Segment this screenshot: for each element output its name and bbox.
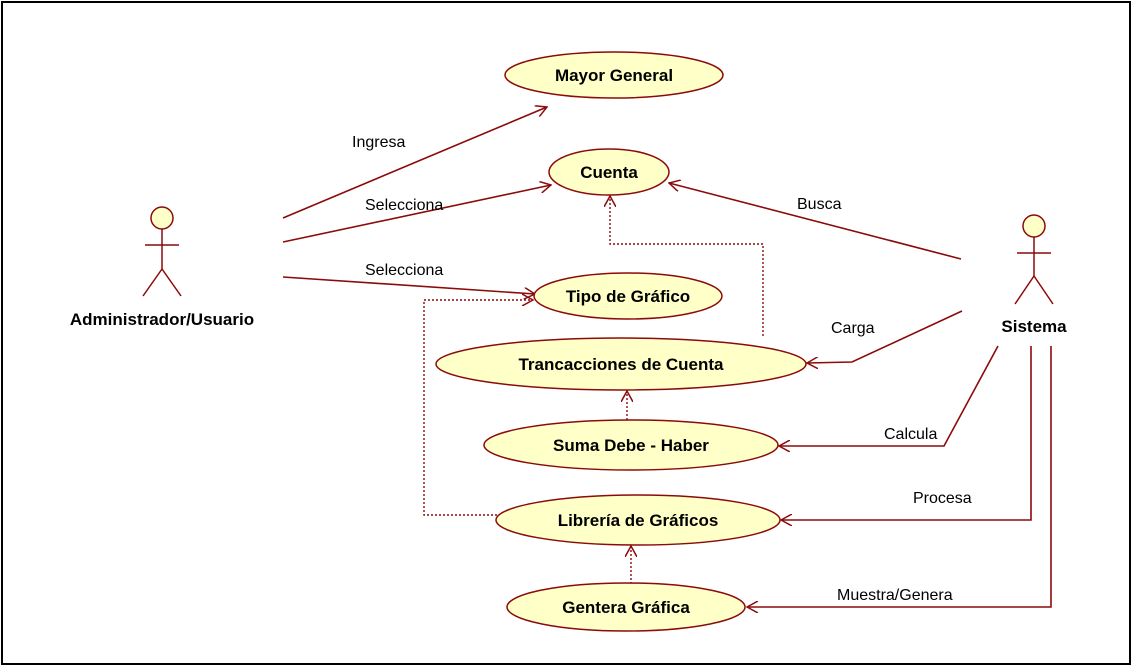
edge-selecciona-tipo [282,276,535,294]
usecase-label: Gentera Gráfica [562,598,690,617]
usecase-label: Trancacciones de Cuenta [518,355,724,374]
dep-trancacciones-cuenta [610,196,764,336]
edge-calcula [779,345,999,446]
usecase-label: Suma Debe - Haber [553,436,709,455]
usecase-label: Librería de Gráficos [558,511,719,530]
usecase-mayor-general: Mayor General [504,51,724,99]
edge-carga [807,310,963,363]
edge-ingresa [282,107,547,219]
usecase-label: Mayor General [555,66,673,85]
actor-admin: Administrador/Usuario [70,206,254,329]
edge-label-ingresa: Ingresa [352,134,405,151]
edge-label-procesa: Procesa [913,490,972,507]
usecase-trancacciones: Trancacciones de Cuenta [435,337,807,391]
edge-label-selecciona-tipo: Selecciona [365,262,443,279]
edge-label-busca: Busca [797,196,842,213]
dep-libreria-tipo [423,300,533,516]
actor-label: Administrador/Usuario [70,310,254,329]
edge-selecciona-cuenta [282,185,551,243]
actor-label: Sistema [1001,317,1067,336]
usecase-gentera: Gentera Gráfica [506,582,746,632]
edge-label-calcula: Calcula [884,426,937,443]
usecase-label: Tipo de Gráfico [566,287,690,306]
edge-busca [669,183,962,260]
edge-label-carga: Carga [831,320,875,337]
usecase-libreria: Librería de Gráficos [495,494,781,546]
actor-sistema: Sistema [1001,214,1067,336]
edge-procesa [781,346,1032,520]
usecase-cuenta: Cuenta [548,148,670,196]
usecase-tipo-grafico: Tipo de Gráfico [533,272,723,320]
edge-muestra [747,346,1052,607]
usecase-suma: Suma Debe - Haber [483,419,779,471]
usecase-label: Cuenta [580,163,638,182]
edge-label-muestra: Muestra/Genera [837,587,953,604]
edge-label-selecciona-cuenta: Selecciona [365,197,443,214]
